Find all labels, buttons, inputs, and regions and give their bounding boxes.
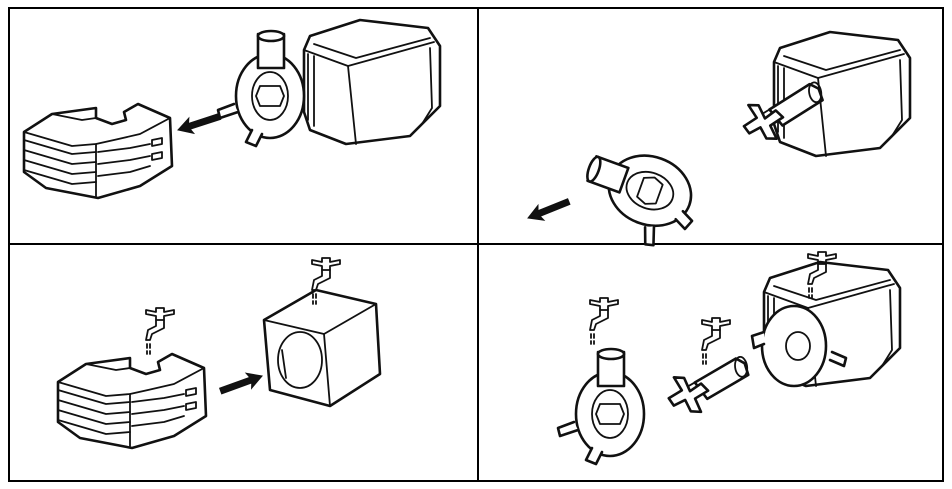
pump-body-with-rotor-chamber: [750, 260, 902, 388]
panel-rinse-cover-and-foam: [8, 243, 479, 482]
